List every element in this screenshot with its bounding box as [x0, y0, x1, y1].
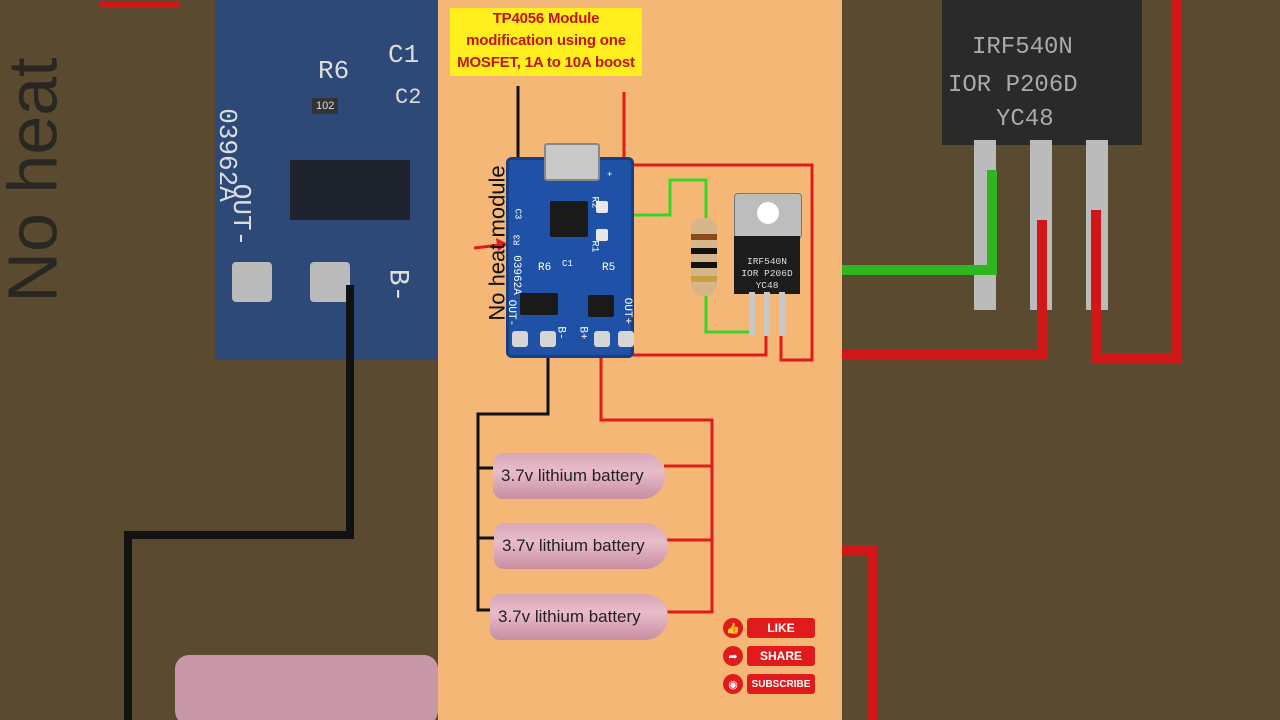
resistor-band-3 [691, 262, 717, 268]
protection-chip [520, 293, 558, 315]
battery-3: 3.7v lithium battery [490, 594, 668, 640]
silk-c1: C1 [562, 259, 573, 269]
mosfet-heatsink-tab [734, 193, 802, 239]
silk-plus-sign: + [603, 171, 614, 177]
silk-r2: R2 [588, 196, 600, 209]
bg-pad-1 [232, 262, 272, 302]
mosfet-label-2: IOR P206D [741, 268, 793, 279]
silk-r1: R1 [588, 240, 600, 253]
tp4056-module: R6 C1 R5 R3 C3 R2 R1 03962A OUT- OUT+ B-… [505, 143, 634, 358]
bg-right-wires [842, 0, 1182, 720]
bg-mosfet-body: IRF540N IOR P206D YC48 [942, 0, 1142, 145]
micro-usb-port [544, 143, 600, 181]
bg-mosfet-line3: YC48 [996, 106, 1054, 133]
bg-silk-102: 102 [312, 98, 339, 114]
resistor-band-2 [691, 248, 717, 254]
battery-1: 3.7v lithium battery [493, 453, 665, 499]
silk-out-minus: OUT- [505, 299, 518, 327]
mosfet-drain-leg [764, 292, 770, 336]
title-line-3: MOSFET, 1A to 10A boost [457, 54, 635, 71]
battery-1-label: 3.7v lithium battery [501, 466, 644, 485]
mosfet-mounting-hole [757, 202, 779, 224]
bg-silk-c1: C1 [388, 40, 420, 70]
share-row[interactable]: ➦ SHARE [723, 646, 815, 666]
bg-mosfet-line1: IRF540N [972, 34, 1073, 61]
bg-pad-2 [310, 262, 350, 302]
smd-resistor-r2 [596, 201, 608, 213]
mosfet-irf540n: IRF540N IOR P206D YC48 [734, 236, 800, 294]
resistor-band-1 [691, 234, 717, 240]
silk-r3: R3 [512, 234, 523, 246]
mosfet-chip [588, 295, 614, 317]
tp4056-chip [550, 201, 588, 237]
bg-silk-c2: C2 [395, 85, 422, 110]
bg-mosfet-line2: IOR P206D [948, 72, 1078, 99]
silk-c3: C3 [512, 208, 523, 220]
resistor-band-4 [691, 276, 717, 282]
subscribe-button[interactable]: SUBSCRIBE [747, 674, 815, 694]
subscribe-row[interactable]: ◉ SUBSCRIBE [723, 674, 815, 694]
bg-chip [290, 160, 410, 220]
like-row[interactable]: 👍 LIKE [723, 618, 815, 638]
mosfet-label-3: YC48 [755, 280, 779, 291]
title-line-1: TP4056 Module [492, 10, 600, 27]
bg-left-wires [100, 2, 354, 720]
pad-b-minus [540, 331, 556, 347]
silk-r6: R6 [538, 262, 552, 274]
background-left-panel: No heat R6 C1 03962A OUT- B- C2 102 [0, 0, 438, 720]
like-button[interactable]: LIKE [747, 618, 815, 638]
smd-resistor-r1 [596, 229, 608, 241]
battery-2: 3.7v lithium battery [494, 523, 668, 569]
silk-r5: R5 [602, 262, 616, 274]
title-banner: TP4056 Module modification using one MOS… [450, 8, 642, 76]
battery-3-label: 3.7v lithium battery [498, 607, 641, 626]
share-arrow-icon[interactable]: ➦ [723, 646, 743, 666]
share-button[interactable]: SHARE [747, 646, 815, 666]
thumbs-up-icon[interactable]: 👍 [723, 618, 743, 638]
resistor [691, 218, 717, 296]
title-line-2: modification using one [466, 32, 626, 49]
mosfet-source-leg [779, 292, 785, 336]
pad-b-plus [594, 331, 610, 347]
silk-out-plus: OUT+ [621, 297, 634, 325]
silk-code: 03962A [509, 255, 522, 295]
background-right-panel: IRF540N IOR P206D YC48 [842, 0, 1280, 720]
mosfet-label-1: IRF540N [747, 256, 787, 267]
silk-b-plus: B+ [576, 326, 589, 340]
silk-b-minus: B- [554, 326, 567, 340]
bg-silk-r6: R6 [318, 56, 350, 86]
pad-out-plus [618, 331, 634, 347]
bg-battery [175, 655, 438, 720]
bell-icon[interactable]: ◉ [723, 674, 743, 694]
pad-out-minus [512, 331, 528, 347]
mosfet-gate-leg [749, 292, 755, 336]
main-diagram: TP4056 Module modification using one MOS… [438, 0, 842, 720]
battery-2-label: 3.7v lithium battery [502, 536, 645, 555]
